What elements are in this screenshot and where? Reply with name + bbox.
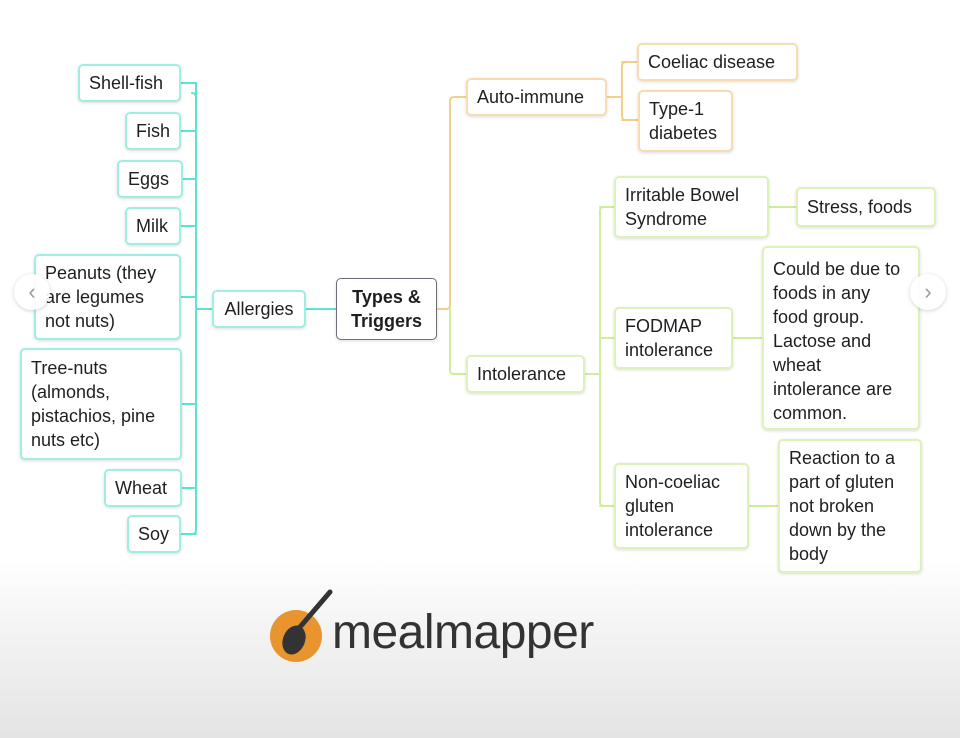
node-ncgi[interactable]: Non-coeliac gluten intolerance <box>614 463 749 549</box>
node-center-label: Types & Triggers <box>350 287 423 331</box>
node-ncgi-label: Non-coeliac gluten intolerance <box>625 472 721 540</box>
node-ibs-detail-label: Stress, foods <box>807 197 913 217</box>
node-fodmap[interactable]: FODMAP intolerance <box>614 307 733 369</box>
node-coeliac[interactable]: Coeliac disease <box>637 43 798 81</box>
node-center[interactable]: Types & Triggers <box>336 278 437 340</box>
node-allergies[interactable]: Allergies <box>212 290 306 328</box>
node-fodmap-label: FODMAP intolerance <box>625 316 714 360</box>
carousel-next-button[interactable]: › <box>910 274 946 310</box>
link-allergies-bar <box>191 92 197 535</box>
node-allergy-milk-label: Milk <box>136 216 168 236</box>
node-ncgi-detail-label: Reaction to a part of gluten not broken … <box>789 448 896 564</box>
link-center-autoimmune <box>435 96 467 310</box>
link-autoimmune-bar-ends <box>621 61 627 121</box>
node-ibs-detail[interactable]: Stress, foods <box>796 187 936 227</box>
chevron-left-icon: ‹ <box>28 279 36 304</box>
node-type1-label: Type-1 diabetes <box>649 99 718 143</box>
node-autoimmune[interactable]: Auto-immune <box>466 78 607 116</box>
node-allergy-shellfish-label: Shell-fish <box>89 73 164 93</box>
node-fodmap-detail-label: Could be due to foods in any food group.… <box>773 259 901 423</box>
node-ibs-label: Irritable Bowel Syndrome <box>625 185 740 229</box>
node-allergy-eggs[interactable]: Eggs <box>117 160 183 198</box>
node-allergy-milk[interactable]: Milk <box>125 207 181 245</box>
brand-name: mealmapper <box>332 606 594 659</box>
node-allergy-treenuts-label: Tree-nuts (almonds, pistachios, pine nut… <box>31 358 156 450</box>
link-intolerance-bar <box>599 206 605 507</box>
mealmapper-logo-icon <box>270 589 333 662</box>
node-allergy-peanuts[interactable]: Peanuts (they are legumes not nuts) <box>34 254 181 340</box>
node-autoimmune-label: Auto-immune <box>477 87 585 107</box>
node-allergy-fish[interactable]: Fish <box>125 112 181 150</box>
node-coeliac-label: Coeliac disease <box>648 52 776 72</box>
node-ncgi-detail[interactable]: Reaction to a part of gluten not broken … <box>778 439 922 573</box>
node-allergy-fish-label: Fish <box>136 121 171 141</box>
node-intolerance-label: Intolerance <box>477 364 567 384</box>
node-allergy-treenuts[interactable]: Tree-nuts (almonds, pistachios, pine nut… <box>20 348 182 460</box>
link-center-intolerance <box>449 308 467 375</box>
node-ibs[interactable]: Irritable Bowel Syndrome <box>614 176 769 238</box>
node-allergies-label: Allergies <box>224 299 294 319</box>
node-allergy-peanuts-label: Peanuts (they are legumes not nuts) <box>45 263 157 331</box>
node-allergy-wheat[interactable]: Wheat <box>104 469 182 507</box>
node-fodmap-detail[interactable]: Could be due to foods in any food group.… <box>762 246 920 430</box>
carousel-prev-button[interactable]: ‹ <box>14 274 50 310</box>
node-allergy-shellfish[interactable]: Shell-fish <box>78 64 181 102</box>
node-type1[interactable]: Type-1 diabetes <box>638 90 733 152</box>
node-allergy-eggs-label: Eggs <box>128 169 170 189</box>
node-allergy-soy[interactable]: Soy <box>127 515 181 553</box>
node-allergy-wheat-label: Wheat <box>115 478 168 498</box>
chevron-right-icon: › <box>924 279 932 304</box>
node-allergy-soy-label: Soy <box>138 524 170 544</box>
node-intolerance[interactable]: Intolerance <box>466 355 585 393</box>
